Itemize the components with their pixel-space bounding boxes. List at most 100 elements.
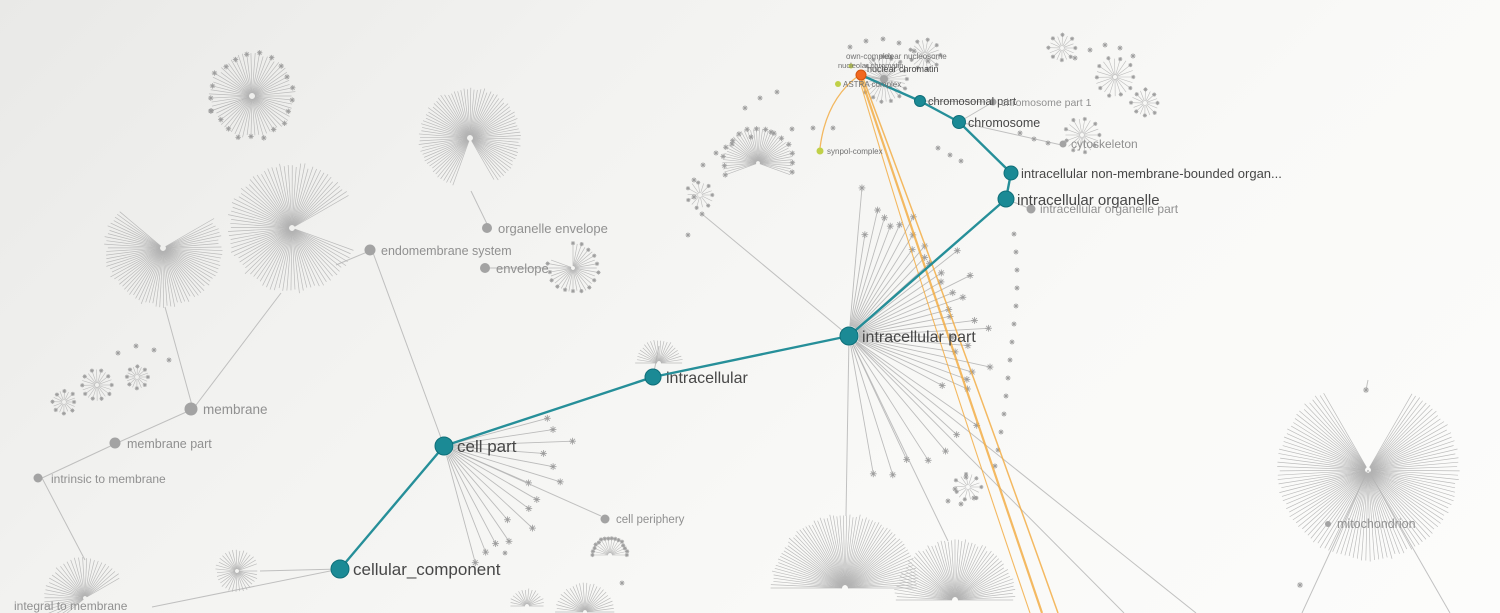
term-node-star[interactable] bbox=[742, 105, 748, 111]
node-intrinsic-to-membrane[interactable] bbox=[33, 473, 43, 483]
term-node-star[interactable] bbox=[270, 126, 277, 133]
term-node-star[interactable] bbox=[879, 99, 884, 104]
term-node-star[interactable] bbox=[124, 374, 130, 379]
term-node-star[interactable] bbox=[482, 548, 490, 556]
term-node-star[interactable] bbox=[54, 392, 60, 397]
node-endomembrane-system[interactable] bbox=[364, 244, 376, 256]
term-node-star[interactable] bbox=[974, 476, 979, 481]
label-membrane[interactable]: membrane bbox=[203, 402, 268, 417]
term-node-star[interactable] bbox=[1087, 47, 1093, 53]
term-node-star[interactable] bbox=[1014, 285, 1020, 291]
term-node-star[interactable] bbox=[1134, 92, 1139, 97]
term-node-star[interactable] bbox=[579, 242, 584, 247]
term-node-star[interactable] bbox=[1098, 85, 1103, 91]
term-node-star[interactable] bbox=[1134, 109, 1139, 114]
term-node-star[interactable] bbox=[606, 536, 611, 541]
label-intracellular[interactable]: intracellular bbox=[666, 370, 748, 387]
term-node-star[interactable] bbox=[757, 95, 763, 101]
term-node-star[interactable] bbox=[596, 270, 601, 275]
term-node-star[interactable] bbox=[685, 186, 691, 191]
term-node-star[interactable] bbox=[619, 580, 625, 586]
term-node-star[interactable] bbox=[1005, 375, 1011, 381]
term-node-star[interactable] bbox=[492, 540, 499, 547]
term-node-star[interactable] bbox=[880, 54, 885, 59]
term-node-star[interactable] bbox=[713, 150, 719, 156]
term-node-star[interactable] bbox=[115, 350, 121, 356]
term-node-star[interactable] bbox=[586, 247, 591, 252]
term-node-star[interactable] bbox=[70, 408, 75, 413]
term-node-star[interactable] bbox=[556, 478, 564, 486]
label-mitochondrion[interactable]: mitochondrion bbox=[1337, 517, 1416, 531]
term-node-star[interactable] bbox=[897, 94, 902, 99]
term-node-star[interactable] bbox=[107, 391, 112, 397]
term-node-star[interactable] bbox=[127, 367, 133, 372]
term-node-star[interactable] bbox=[736, 131, 742, 137]
term-node-star[interactable] bbox=[1097, 63, 1102, 69]
term-node-star[interactable] bbox=[896, 40, 902, 46]
term-node-star[interactable] bbox=[547, 269, 552, 275]
label-cytoskeleton[interactable]: cytoskeleton bbox=[1071, 137, 1138, 151]
term-node-star[interactable] bbox=[979, 484, 984, 490]
term-node-star[interactable] bbox=[847, 44, 853, 50]
term-node-star[interactable] bbox=[691, 194, 697, 200]
term-node-star[interactable] bbox=[1131, 74, 1136, 80]
term-node-star[interactable] bbox=[1363, 387, 1369, 393]
term-node-star[interactable] bbox=[911, 48, 917, 54]
term-node-star[interactable] bbox=[1070, 36, 1075, 41]
term-node-star[interactable] bbox=[540, 450, 547, 457]
label-nuclear-nucleosome[interactable]: clear nucleosome bbox=[884, 52, 947, 61]
term-node-star[interactable] bbox=[109, 382, 114, 388]
node-cellular-component[interactable] bbox=[330, 559, 350, 579]
term-node-star[interactable] bbox=[789, 126, 795, 132]
term-node-star[interactable] bbox=[1118, 92, 1123, 97]
label-intracellular-organelle[interactable]: intracellular organelle bbox=[1017, 192, 1160, 209]
term-node-star[interactable] bbox=[937, 269, 945, 277]
term-node-star[interactable] bbox=[619, 539, 625, 544]
term-node-star[interactable] bbox=[685, 232, 691, 238]
term-node-star[interactable] bbox=[70, 391, 75, 397]
node-membrane-part[interactable] bbox=[109, 437, 121, 449]
node-mitochondrion[interactable] bbox=[1325, 521, 1331, 527]
node-green-top-node[interactable] bbox=[848, 63, 854, 69]
term-node-star[interactable] bbox=[934, 43, 939, 48]
term-node-star[interactable] bbox=[596, 540, 601, 545]
term-node-star[interactable] bbox=[225, 126, 232, 132]
term-node-star[interactable] bbox=[925, 58, 931, 64]
term-node-star[interactable] bbox=[744, 126, 750, 133]
label-intracellular-nmb-organelle[interactable]: intracellular non-membrane-bounded organ… bbox=[1021, 166, 1282, 181]
label-own-complex[interactable]: own-complex bbox=[846, 52, 893, 61]
term-node-star[interactable] bbox=[858, 184, 866, 192]
term-node-star[interactable] bbox=[729, 141, 735, 147]
term-node-star[interactable] bbox=[720, 153, 726, 160]
term-node-star[interactable] bbox=[1050, 36, 1056, 41]
label-chromosome[interactable]: chromosome bbox=[968, 116, 1040, 130]
term-node-star[interactable] bbox=[1031, 136, 1037, 142]
term-node-star[interactable] bbox=[1009, 339, 1015, 345]
term-node-star[interactable] bbox=[908, 47, 913, 52]
term-node-star[interactable] bbox=[625, 549, 630, 554]
term-node-star[interactable] bbox=[958, 158, 964, 164]
term-node-star[interactable] bbox=[570, 241, 576, 246]
term-node-star[interactable] bbox=[533, 496, 541, 503]
term-node-star[interactable] bbox=[289, 97, 295, 103]
term-node-star[interactable] bbox=[721, 163, 728, 169]
node-envelope[interactable] bbox=[480, 263, 490, 273]
term-node-star[interactable] bbox=[945, 498, 951, 504]
node-intracellular-part[interactable] bbox=[839, 326, 859, 346]
term-node-star[interactable] bbox=[290, 85, 296, 91]
term-node-star[interactable] bbox=[998, 429, 1004, 435]
term-node-star[interactable] bbox=[942, 447, 949, 455]
term-node-star[interactable] bbox=[593, 542, 598, 547]
term-node-star[interactable] bbox=[268, 54, 275, 61]
term-node-star[interactable] bbox=[925, 37, 930, 42]
term-node-star[interactable] bbox=[871, 95, 876, 100]
term-node-star[interactable] bbox=[924, 456, 932, 464]
term-node-star[interactable] bbox=[106, 374, 111, 379]
term-node-star[interactable] bbox=[609, 536, 614, 541]
label-integral-to-membrane[interactable]: integral to membrane bbox=[14, 599, 128, 613]
term-node-star[interactable] bbox=[938, 382, 946, 389]
term-node-star[interactable] bbox=[778, 135, 785, 141]
term-node-star[interactable] bbox=[569, 437, 576, 445]
node-cytoskeleton[interactable] bbox=[1059, 140, 1067, 148]
term-node-star[interactable] bbox=[284, 74, 290, 80]
